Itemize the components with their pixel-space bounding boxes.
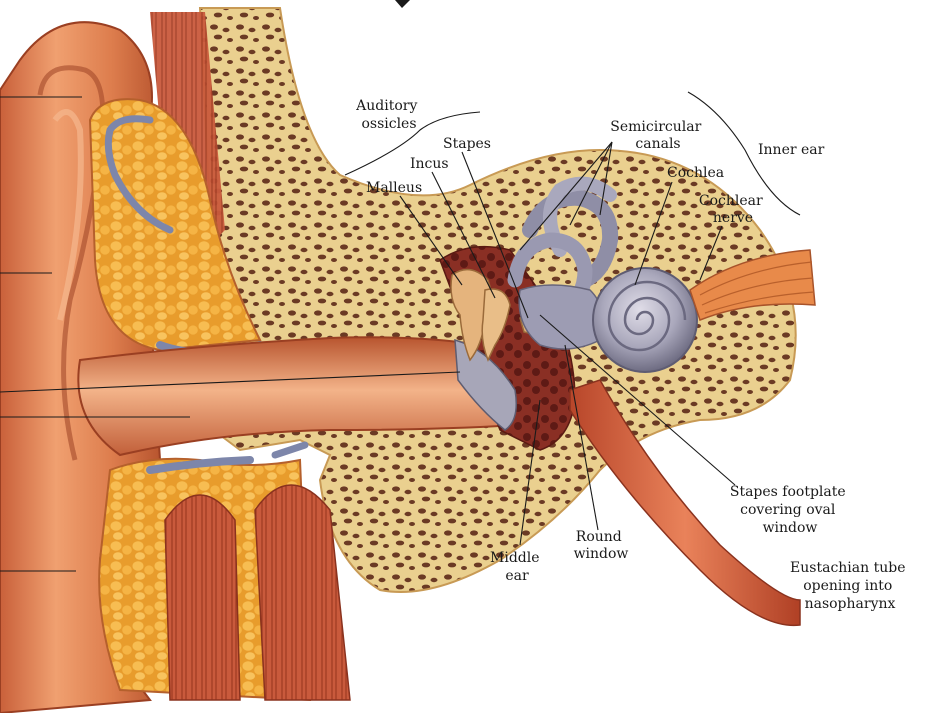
eustachian-tube (569, 379, 801, 627)
upper-fat-tissue (88, 98, 262, 352)
canal-cartilage-bottom (146, 456, 254, 474)
round-window-leader (564, 344, 599, 531)
incus-leader (431, 171, 496, 299)
semicircular-leader-1 (519, 141, 613, 251)
lower-muscle-right (254, 484, 351, 701)
label-stapes: Stapes (443, 136, 491, 152)
label-eustachian-tube: Eustachian tube opening into nasopharynx (790, 560, 910, 612)
middle-ear-leader (519, 399, 541, 546)
incus (481, 288, 511, 362)
ear-canal (77, 336, 517, 457)
label-semicircular-canals: Semicircular canals (610, 119, 705, 152)
semicircular-leader-2 (569, 141, 613, 226)
lower-muscle-left (164, 494, 241, 701)
label-stapes-footplate: Stapes footplate covering oval window (730, 484, 850, 536)
malleus-leader (399, 195, 463, 286)
label-cochlea: Cochlea (667, 165, 724, 181)
label-inner-ear: Inner ear (758, 142, 825, 158)
semicircular-canal-posterior (543, 176, 617, 257)
antihelix-fold (52, 109, 84, 321)
upper-cartilage (104, 115, 174, 234)
label-malleus: Malleus (366, 180, 422, 196)
cochlear-nerve-fibers (699, 261, 815, 314)
top-mark (395, 0, 410, 8)
label-round-window: Round window (574, 529, 629, 562)
cochlear-nerve-leader (699, 225, 723, 281)
label-auditory-ossicles: Auditory ossicles (355, 98, 422, 132)
inner-ear-bracket (687, 91, 801, 216)
tympanic-membrane (454, 338, 517, 431)
footplate-leader (539, 314, 736, 486)
canal-leader-1 (0, 371, 461, 393)
cochlea-leader (634, 181, 673, 286)
label-middle-ear: Middle ear (490, 550, 544, 584)
lower-cartilage (271, 441, 309, 459)
cochlea-spiral (607, 280, 687, 352)
stapes-leader (461, 151, 529, 319)
semicircular-leader-3 (599, 141, 613, 216)
label-incus: Incus (410, 156, 449, 172)
label-cochlear-nerve: Cochlear nerve (699, 193, 767, 226)
ossicles-bracket (344, 111, 481, 176)
